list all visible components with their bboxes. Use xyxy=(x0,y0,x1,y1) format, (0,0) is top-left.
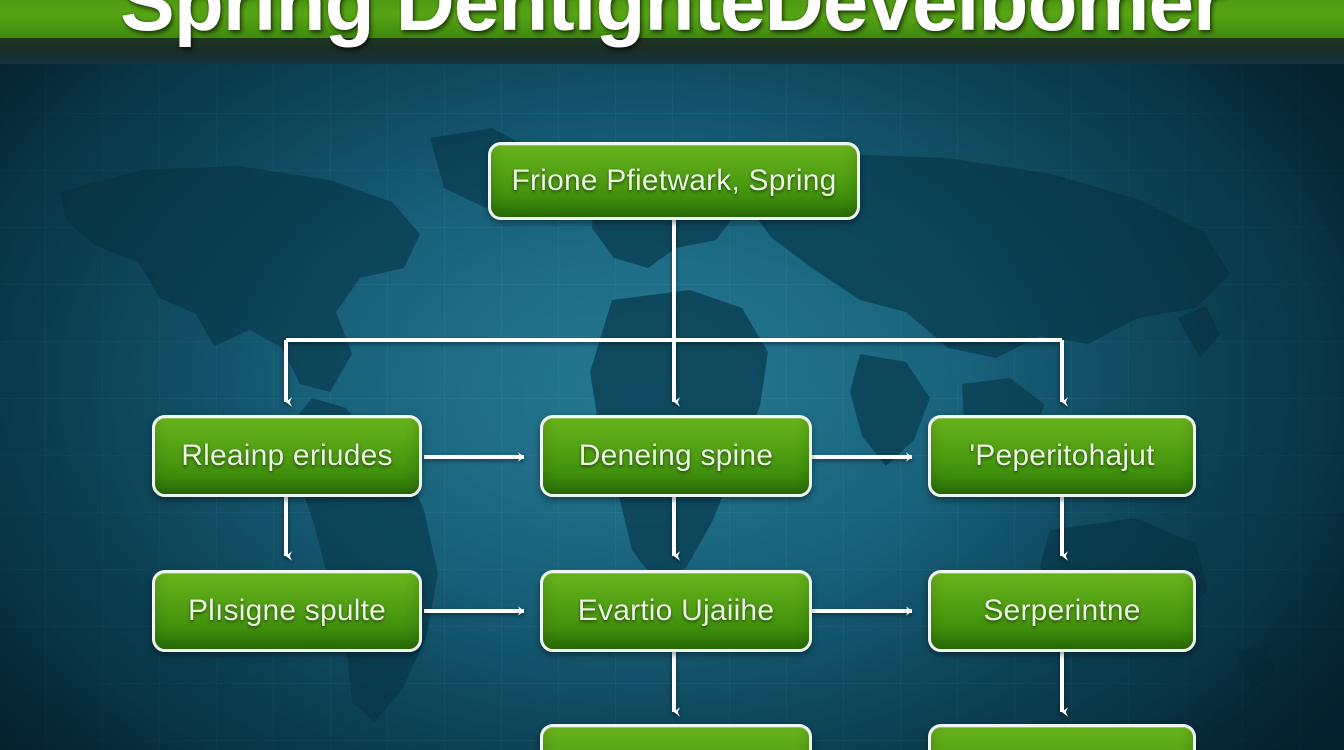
flow-nodes: Frione Pfietwark, Spring Rleainp eriudes… xyxy=(0,62,1344,750)
flow-node-n3-label: 'Peperitohajut xyxy=(969,439,1155,472)
flow-node-n4[interactable]: Plısigne spulte xyxy=(152,570,422,652)
flow-node-n8[interactable] xyxy=(928,724,1196,750)
flow-node-n7[interactable] xyxy=(540,724,812,750)
flow-node-root[interactable]: Frione Pfietwark, Spring xyxy=(488,142,860,220)
flow-node-n2-label: Deneing spine xyxy=(578,439,774,472)
flow-node-n6-label: Serperintne xyxy=(983,594,1141,627)
flow-node-n5[interactable]: Evartio Ujaiihe xyxy=(540,570,812,652)
flow-node-n1-label: Rleainp eriudes xyxy=(181,439,393,472)
flow-node-n1[interactable]: Rleainp eriudes xyxy=(152,415,422,497)
header-band xyxy=(0,0,1344,38)
flow-node-n3[interactable]: 'Peperitohajut xyxy=(928,415,1196,497)
flow-node-n2[interactable]: Deneing spine xyxy=(540,415,812,497)
header-drop-shadow xyxy=(0,38,1344,64)
diagram-canvas: Frione Pfietwark, Spring Rleainp eriudes… xyxy=(0,62,1344,750)
page-title: Spring DehtighteDevelbomer xyxy=(120,0,1225,48)
connector-layer xyxy=(284,220,1068,717)
flow-node-n4-label: Plısigne spulte xyxy=(187,594,387,627)
flow-node-n6[interactable]: Serperintne xyxy=(928,570,1196,652)
flow-node-root-label: Frione Pfietwark, Spring xyxy=(511,164,837,197)
flow-node-n5-label: Evartio Ujaiihe xyxy=(577,594,775,627)
